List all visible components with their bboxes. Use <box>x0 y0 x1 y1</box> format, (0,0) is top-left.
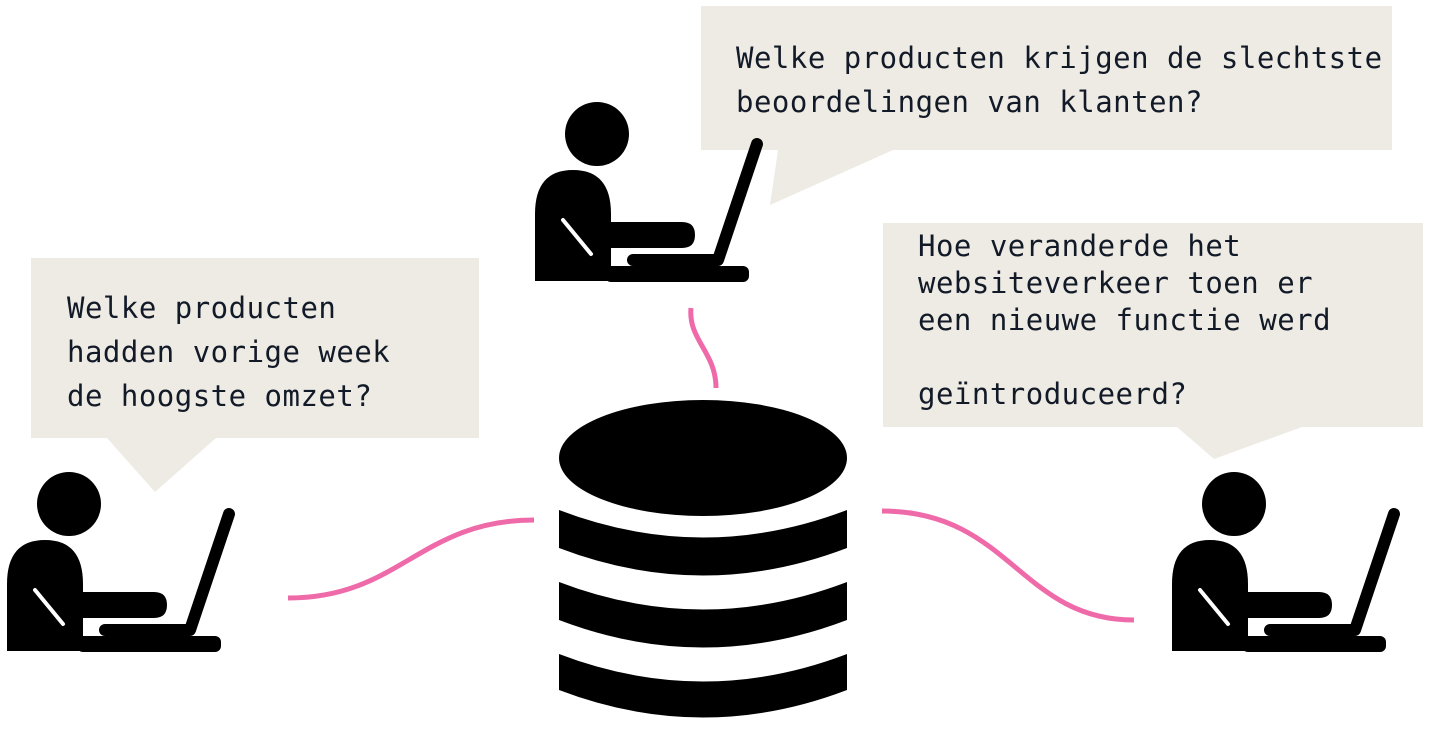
connector-left <box>287 517 535 601</box>
connector-top <box>688 307 719 389</box>
question-left: Welke producten hadden vorige week de hoog… <box>67 286 390 418</box>
question-line <box>918 339 1331 376</box>
database-icon <box>559 400 847 718</box>
speech-bubble-left <box>31 258 479 492</box>
question-line: de hoogste omzet? <box>67 379 373 413</box>
question-line: beoordelingen van klanten? <box>736 85 1203 119</box>
question-line: geïntroduceerd? <box>918 377 1188 411</box>
speech-bubble-top <box>701 6 1392 205</box>
connector-right <box>881 508 1135 623</box>
question-line: Welke producten krijgen de slechtste <box>736 41 1383 75</box>
question-line: Hoe veranderde het <box>918 229 1242 263</box>
question-line: websiteverkeer toen er <box>918 266 1314 300</box>
question-line: een nieuwe functie werd <box>918 303 1332 337</box>
person-at-laptop-icon-left <box>7 472 229 652</box>
speech-bubble-right <box>883 223 1423 459</box>
question-line: Welke producten <box>67 291 337 325</box>
question-top: Welke producten krijgen de slechtste beoo… <box>736 36 1383 124</box>
person-at-laptop-icon-right <box>1172 472 1394 652</box>
question-line: hadden vorige week <box>67 335 391 369</box>
